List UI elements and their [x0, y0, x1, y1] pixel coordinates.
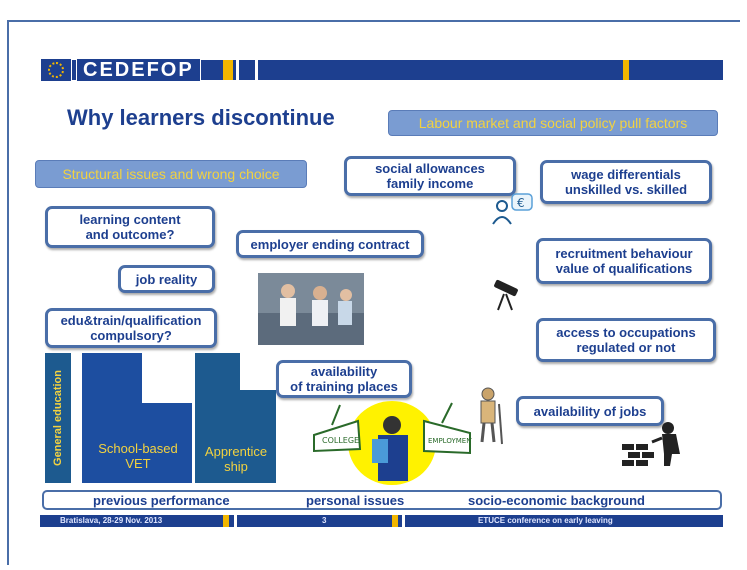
header-stripe	[223, 60, 233, 80]
apprenticeship-block-lower	[240, 390, 276, 483]
footer-divider	[402, 515, 405, 527]
footer-stripe	[392, 515, 398, 527]
header-divider	[236, 60, 239, 80]
bricklayer-icon	[622, 422, 680, 466]
cedefop-logo: CEDEFOP	[40, 58, 201, 82]
footer-event: ETUCE conference on early leaving	[478, 516, 613, 525]
previous-performance-label: previous performance	[93, 493, 230, 508]
bottom-factors-bar	[42, 490, 722, 510]
footer-bar: Bratislava, 28-29 Nov. 2013 3 ETUCE conf…	[40, 515, 723, 527]
personal-issues-label: personal issues	[306, 493, 405, 508]
job-reality-box: job reality	[118, 265, 215, 293]
cleaner-icon	[480, 387, 503, 445]
workers-photo	[258, 273, 364, 345]
availability-jobs-box: availability of jobs	[516, 396, 664, 426]
svg-text:COLLEGE: COLLEGE	[322, 436, 359, 445]
socio-economic-label: socio-economic background	[468, 493, 645, 508]
general-education-block: General education	[45, 353, 71, 483]
school-based-block-lower	[142, 403, 192, 483]
page-title: Why learners discontinue	[67, 105, 335, 130]
school-based-block-upper	[82, 353, 142, 483]
footer-page-number: 3	[322, 516, 327, 525]
employer-ending-box: employer ending contract	[236, 230, 424, 258]
structural-issues-label: Structural issues and wrong choice	[35, 160, 307, 188]
logo-text: CEDEFOP	[76, 58, 201, 82]
footer-stripe	[223, 515, 229, 527]
telescope-icon	[494, 279, 518, 311]
college-employment-sign-icon: COLLEGE EMPLOYMENT	[313, 401, 472, 485]
pull-factors-label: Labour market and social policy pull fac…	[388, 110, 718, 136]
svg-text:EMPLOYMENT: EMPLOYMENT	[428, 437, 472, 445]
apprenticeship-block-upper	[195, 353, 240, 483]
euro-person-icon: €	[492, 193, 533, 225]
eu-stars-icon	[40, 58, 72, 82]
footer-divider	[234, 515, 237, 527]
header-divider	[255, 60, 258, 80]
header-bar	[40, 60, 723, 80]
slide-frame	[7, 20, 740, 565]
svg-text:€: €	[517, 196, 525, 210]
header-stripe	[623, 60, 629, 80]
footer-location: Bratislava, 28-29 Nov. 2013	[60, 516, 163, 525]
